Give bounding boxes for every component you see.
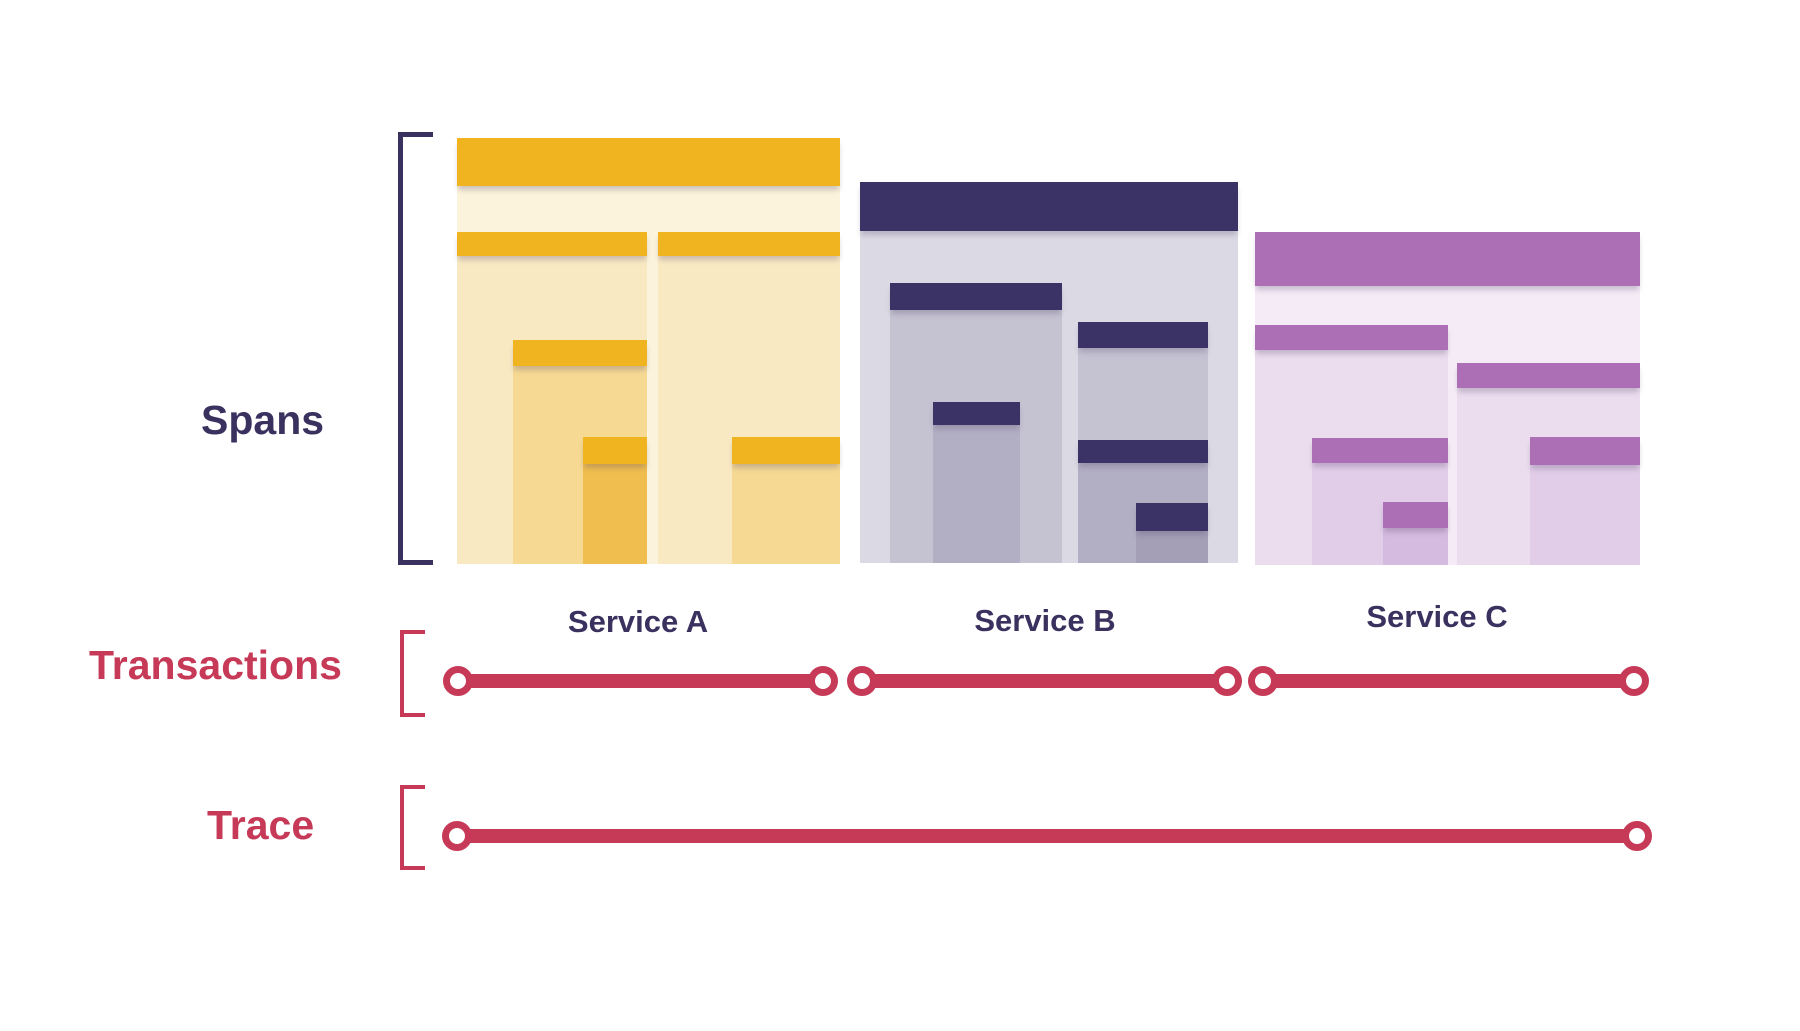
spans-bracket xyxy=(398,132,433,565)
service-block-a xyxy=(457,138,840,564)
service-c-grandchild-span-body xyxy=(1530,465,1640,565)
service-c-grandchild-span-bar xyxy=(1312,438,1448,463)
service-b-root-span-bar xyxy=(860,182,1238,231)
transaction-3-line xyxy=(1263,674,1634,688)
service-a-root-span-bar xyxy=(457,138,840,186)
transaction-2-line xyxy=(862,674,1227,688)
service-a-great-grandchild-span-bar xyxy=(583,437,647,464)
service-a-grandchild-span-body xyxy=(732,464,840,564)
trace-bracket-bottom-arm xyxy=(404,866,425,870)
transactions-bracket-bottom-arm xyxy=(404,713,425,717)
service-c-grandchild-span-bar xyxy=(1530,437,1640,465)
spans-bracket-bottom-arm xyxy=(403,560,433,565)
transactions-label: Transactions xyxy=(89,642,342,688)
service-c-child-span-bar xyxy=(1457,363,1640,388)
service-a-grandchild-span-bar xyxy=(513,340,647,366)
transactions-bracket-top-arm xyxy=(404,630,425,634)
spans-label: Spans xyxy=(201,397,325,443)
service-b-child-span-bar xyxy=(890,283,1062,310)
service-b-grandchild-span-body xyxy=(933,425,1020,563)
transaction-1-line xyxy=(458,674,823,688)
service-b-great-grandchild-span-bar xyxy=(1136,503,1208,531)
transaction-2-end-node xyxy=(1212,666,1242,696)
service-a-great-grandchild-span-body xyxy=(583,464,647,564)
transaction-2-start-node xyxy=(847,666,877,696)
spans-bracket-top-arm xyxy=(403,132,433,137)
service-b-great-grandchild-span-body xyxy=(1136,531,1208,563)
service-label-a: Service A xyxy=(567,604,709,639)
service-c-child-span-bar xyxy=(1255,325,1448,350)
service-block-c xyxy=(1255,232,1640,565)
transaction-3-end-node xyxy=(1619,666,1649,696)
transaction-3-start-node xyxy=(1248,666,1278,696)
trace-bracket-top-arm xyxy=(404,785,425,789)
transaction-1-end-node xyxy=(808,666,838,696)
service-b-grandchild-span-bar xyxy=(933,402,1020,425)
transaction-1-start-node xyxy=(443,666,473,696)
service-b-child-span-bar xyxy=(1078,322,1208,348)
trace-label: Trace xyxy=(207,802,315,848)
service-c-great-grandchild-span-body xyxy=(1383,528,1448,565)
service-c-great-grandchild-span-bar xyxy=(1383,502,1448,528)
service-label-b: Service B xyxy=(974,603,1116,638)
service-a-child-span-bar xyxy=(457,232,647,256)
service-a-child-span-bar xyxy=(658,232,840,256)
service-c-root-span-bar xyxy=(1255,232,1640,286)
trace-bracket xyxy=(400,785,425,870)
service-block-b xyxy=(860,182,1238,563)
trace-line xyxy=(457,829,1637,843)
transactions-bracket xyxy=(400,630,425,717)
service-label-c: Service C xyxy=(1366,599,1508,634)
trace-start-node xyxy=(442,821,472,851)
service-b-grandchild-span-bar xyxy=(1078,440,1208,463)
service-a-grandchild-span-bar xyxy=(732,437,840,464)
trace-end-node xyxy=(1622,821,1652,851)
